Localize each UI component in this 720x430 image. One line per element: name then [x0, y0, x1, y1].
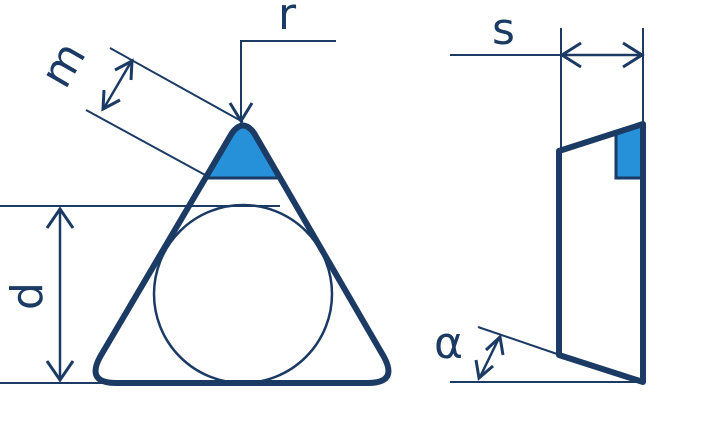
s-arrowhead-right — [622, 41, 645, 69]
alpha-label: α — [434, 318, 463, 369]
m-extension-tip — [109, 47, 244, 123]
r-leader-line — [240, 40, 336, 120]
d-arrowhead-top — [45, 206, 75, 229]
inscribed-circle — [152, 203, 334, 385]
triangle-outline — [92, 122, 392, 386]
s-arrowhead-left — [559, 41, 582, 69]
dimension-alpha: α — [434, 318, 643, 383]
d-arrowhead-bottom — [45, 360, 75, 383]
m-label: m — [31, 33, 97, 96]
alpha-arrowhead-upper — [484, 334, 505, 356]
m-dimension-line — [102, 61, 133, 109]
alpha-arrowhead-lower — [474, 359, 494, 381]
insert-side-view — [556, 121, 646, 385]
dimension-m: m — [31, 33, 244, 177]
chip-breaker-region — [616, 124, 644, 178]
alpha-extension-inclined — [477, 326, 561, 356]
dimension-s: s — [450, 4, 645, 148]
d-label: d — [2, 282, 53, 310]
s-label: s — [492, 4, 515, 55]
chip-breaker-outline — [614, 133, 643, 180]
r-label: r — [278, 0, 297, 40]
dimension-d: d — [0, 205, 280, 384]
insert-top-view — [92, 122, 392, 386]
alpha-dimension-line — [478, 337, 501, 378]
m-arrowhead-upper — [114, 58, 134, 81]
m-arrowhead-lower — [101, 89, 121, 112]
corner-radius-region — [204, 125, 279, 178]
dimension-r: r — [228, 0, 336, 124]
m-extension-base — [85, 109, 208, 177]
